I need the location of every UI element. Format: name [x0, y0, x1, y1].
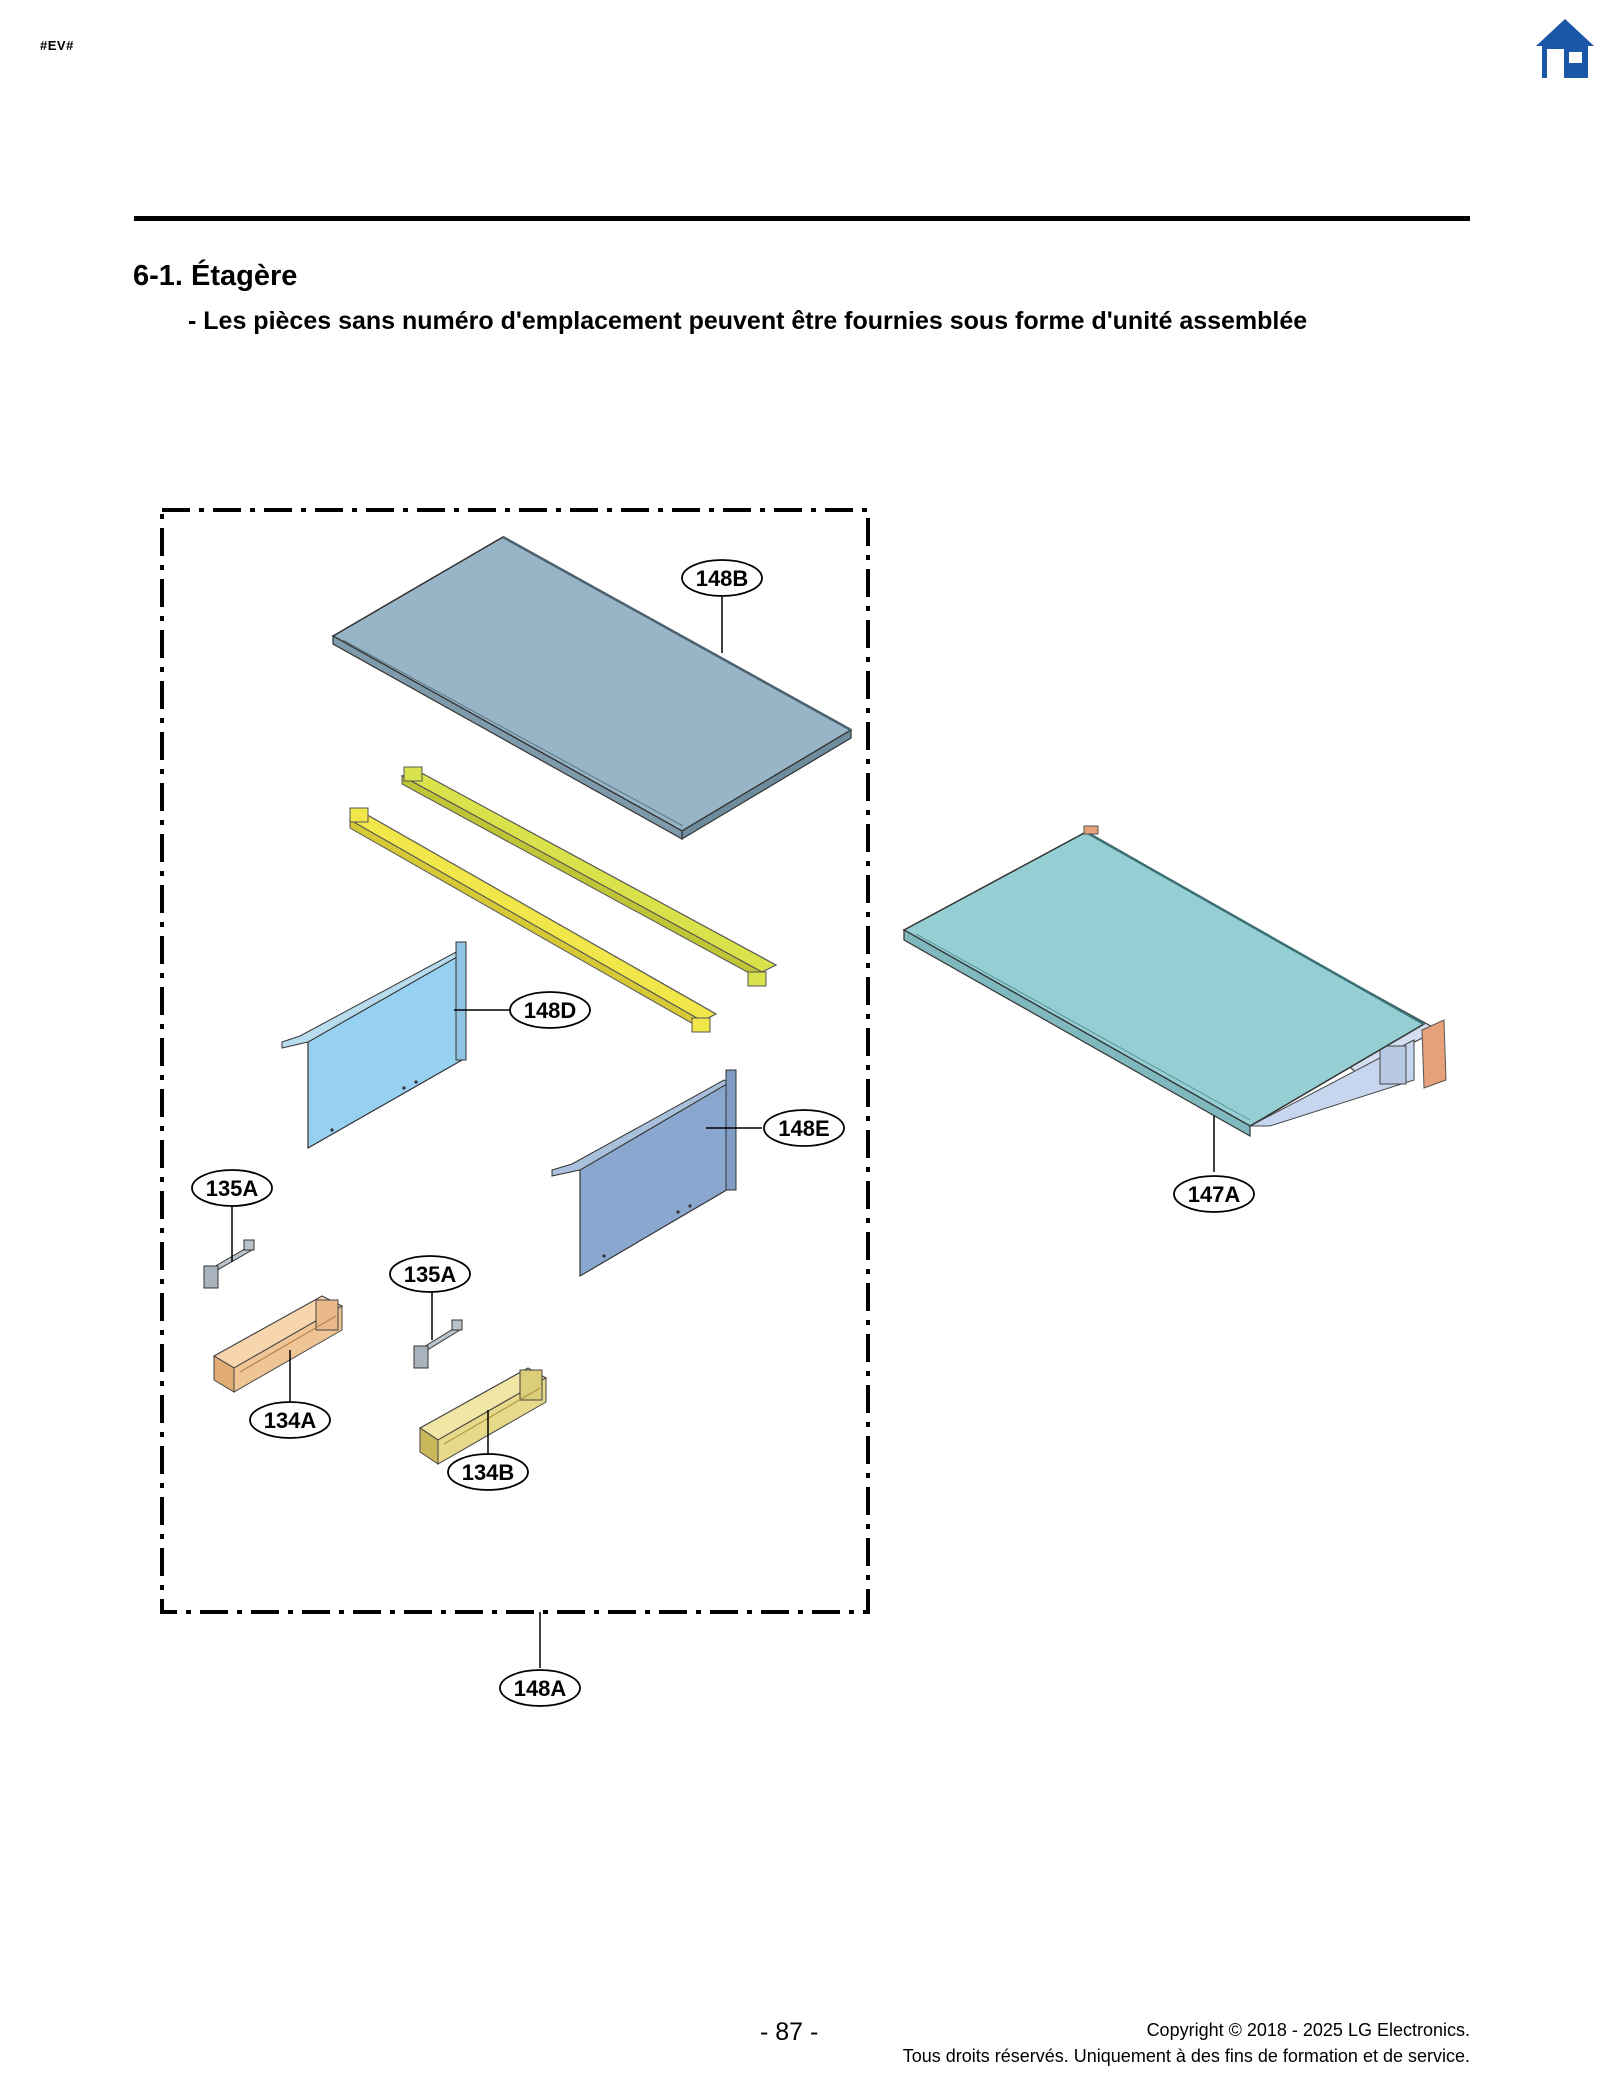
- callout-148B[interactable]: 148B: [681, 559, 763, 597]
- callout-134A[interactable]: 134A: [249, 1401, 331, 1439]
- part-top-shelf-148B[interactable]: [331, 535, 853, 841]
- part-rail-green[interactable]: [400, 766, 778, 987]
- header-rule: [134, 216, 1470, 221]
- callout-147A[interactable]: 147A: [1173, 1175, 1255, 1213]
- section-note: - Les pièces sans numéro d'emplacement p…: [188, 307, 1308, 335]
- part-assembled-shelf-147A[interactable]: [902, 825, 1447, 1138]
- part-bracket-135A-left[interactable]: [203, 1239, 255, 1289]
- callout-label-147A: 147A: [1188, 1182, 1241, 1207]
- part-bracket-135A-center[interactable]: [413, 1319, 463, 1369]
- section-title: 6-1. Étagère: [133, 260, 298, 292]
- callout-label-148E: 148E: [778, 1116, 829, 1141]
- callout-label-135A-center: 135A: [404, 1262, 457, 1287]
- assembly-148A-boundary: [160, 508, 870, 1614]
- callout-label-134A: 134A: [264, 1408, 317, 1433]
- home-button[interactable]: [1534, 16, 1596, 80]
- part-slide-rail-134B[interactable]: [418, 1367, 548, 1465]
- callout-134B[interactable]: 134B: [447, 1453, 529, 1491]
- callout-135A-left[interactable]: 135A: [191, 1169, 273, 1207]
- leader-lines: [231, 597, 1215, 1668]
- part-slide-rail-134A[interactable]: [212, 1295, 344, 1393]
- callout-148E[interactable]: 148E: [763, 1109, 845, 1147]
- page-number: - 87 -: [760, 2018, 819, 2046]
- part-side-panel-148E[interactable]: [551, 1069, 737, 1278]
- callout-148A[interactable]: 148A: [499, 1669, 581, 1707]
- callout-label-134B: 134B: [462, 1460, 515, 1485]
- part-side-panel-148D[interactable]: [281, 941, 467, 1150]
- home-icon: [1536, 19, 1594, 78]
- part-rail-yellow[interactable]: [348, 807, 718, 1033]
- callout-148D[interactable]: 148D: [509, 991, 591, 1029]
- callout-label-148D: 148D: [524, 998, 577, 1023]
- document-code: #EV#: [40, 38, 74, 53]
- callout-label-148A: 148A: [514, 1676, 567, 1701]
- callout-label-148B: 148B: [696, 566, 749, 591]
- copyright-line-1: Copyright © 2018 - 2025 LG Electronics.: [1146, 2020, 1470, 2040]
- callout-135A-center[interactable]: 135A: [389, 1255, 471, 1293]
- callout-label-135A-left: 135A: [206, 1176, 259, 1201]
- copyright-line-2: Tous droits réservés. Uniquement à des f…: [902, 2046, 1470, 2066]
